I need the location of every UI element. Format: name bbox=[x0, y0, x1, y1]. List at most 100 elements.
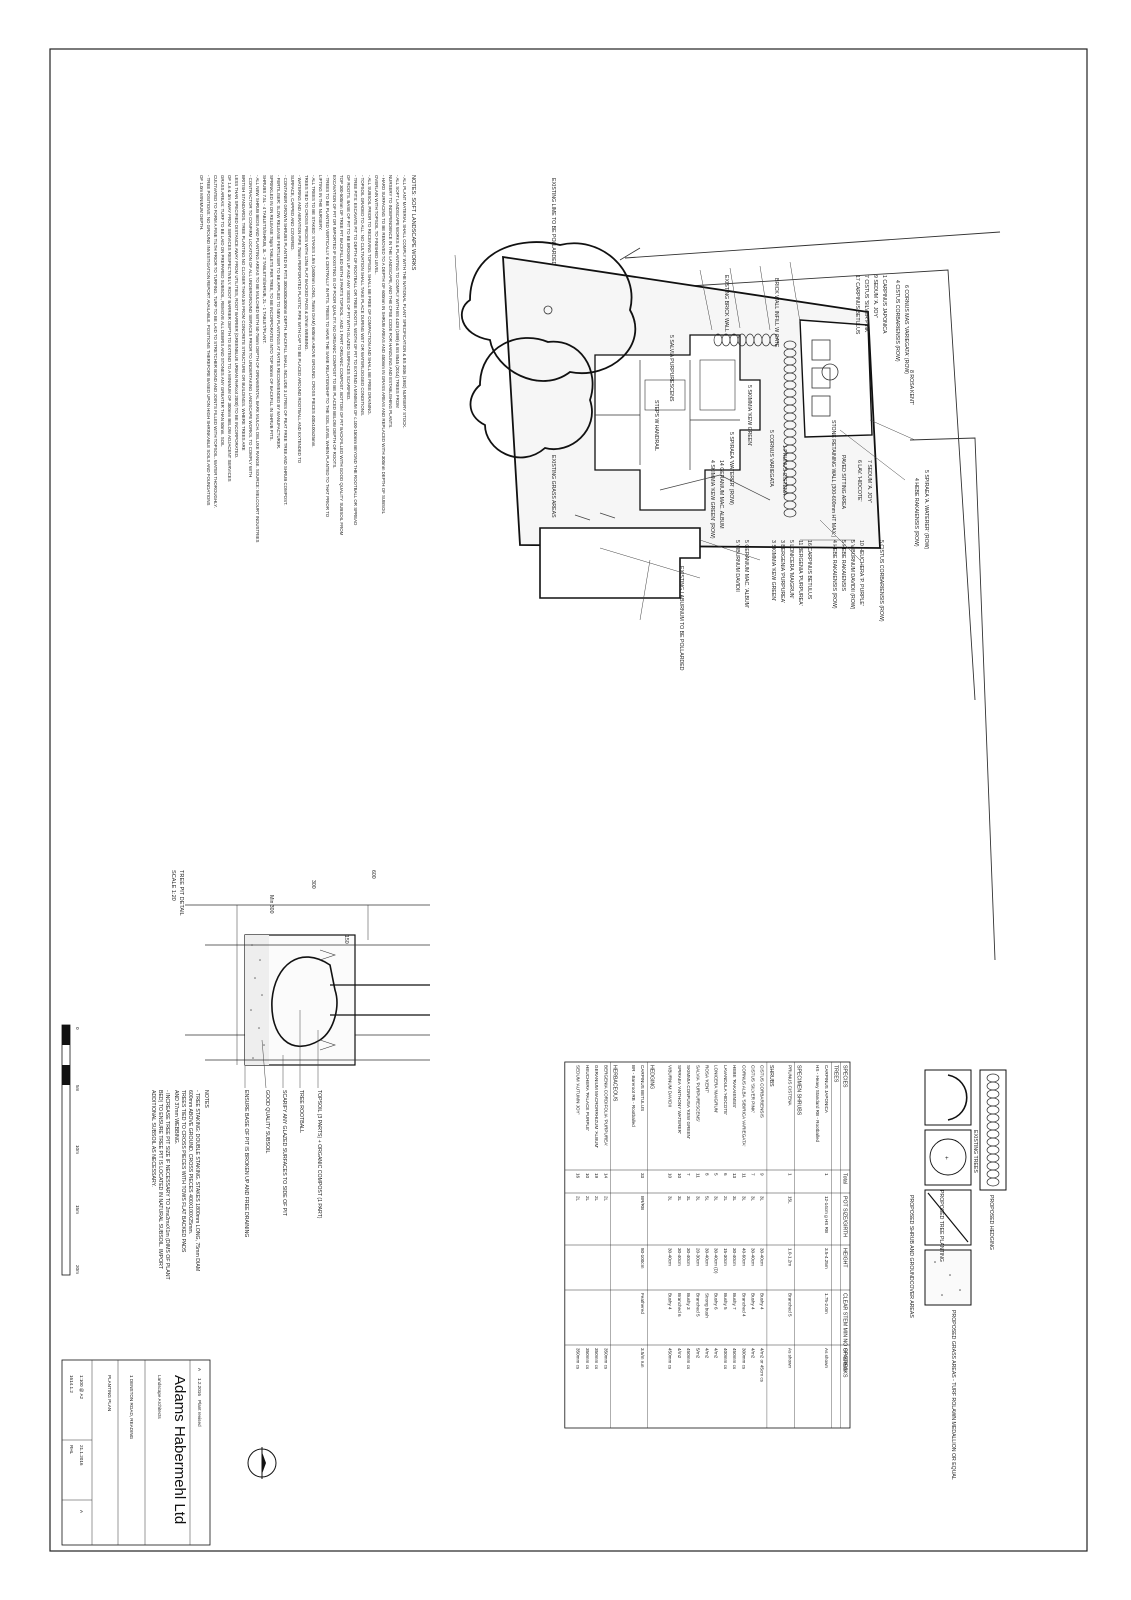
schedule-cell: As shown bbox=[824, 1348, 829, 1368]
schedule-cell: 350mm cs bbox=[585, 1348, 590, 1370]
schedule-cell: 3L bbox=[751, 1196, 756, 1202]
schedule-cell: 2L bbox=[585, 1196, 590, 1202]
schedule-cell: 1.75-2.0m bbox=[824, 1293, 829, 1314]
schedule-cell: 10 bbox=[668, 1173, 673, 1179]
scale-20m: 20m bbox=[75, 1265, 80, 1274]
label-sedum-top: 9 SEDUM 'A. JOY' bbox=[872, 275, 878, 318]
label-brick-wall: EXISTING BRICK WALL bbox=[723, 275, 729, 332]
note-line: - ALL TREES TO BE STAKED: STAKES 1.8m (1… bbox=[311, 175, 316, 447]
schedule-cell: 350mm cs bbox=[576, 1348, 581, 1370]
schedule-cell: Bushy 3 bbox=[686, 1293, 691, 1310]
label-heuchera: 10 HEUCHERA 'P. PURPLE' bbox=[858, 540, 864, 606]
schedule-section-title: TREES bbox=[832, 1065, 838, 1083]
note-line: - WATERING AND AERATION PIPE 75mm PERFOR… bbox=[297, 175, 302, 464]
dim-600: 600 bbox=[370, 870, 376, 879]
schedule-cell: 4/m2 bbox=[705, 1348, 710, 1359]
schedule-header-cell: Total bbox=[842, 1173, 848, 1184]
schedule-cell: 11 bbox=[695, 1173, 700, 1178]
pit-label-subsoil: GOOD QUALITY SUBSOIL bbox=[264, 1090, 270, 1153]
dim-150: 150 bbox=[343, 935, 349, 944]
schedule-cell: 3L bbox=[732, 1196, 737, 1202]
label-paved-sitting: PAVED SITTING AREA bbox=[840, 455, 846, 510]
schedule-cell: VIBURNUM DAVIDII bbox=[668, 1065, 673, 1107]
schedule-header-cell: SPACING bbox=[842, 1348, 848, 1371]
note-line: GRASS AREAS: TURF TO BE LAID ON PREPARED… bbox=[220, 175, 225, 447]
label-carpinus-b1: 17 CARPINUS BETULUS bbox=[854, 275, 860, 335]
note-line: TOP 300-500mm OF TREE PIT BACKFILLED WIT… bbox=[339, 175, 344, 536]
label-cornus-top: 6 CORNUS MAS 'VARIEGATA' (ROW) bbox=[903, 285, 909, 374]
label-rosa: 8 ROSA KENT' bbox=[908, 370, 914, 405]
schedule-cell: 4/m2 bbox=[751, 1348, 756, 1359]
pit-note: BED) TO ENSURE TREE PIT IS LOCATED IN NA… bbox=[157, 1090, 163, 1270]
note-line: TREES TIED TO CROSS PIECES WITH 12No FLA… bbox=[304, 175, 309, 351]
label-cistus-silver: 7 CISTUS 'SILVER PINK' bbox=[863, 275, 869, 333]
label-carpinus-j: 1 CARPINUS JAPONICA bbox=[881, 275, 887, 334]
label-lav: 6 LAV. 'HIDCOTE' bbox=[856, 460, 862, 501]
note-line: - TREES TO BE PLANTED VERTICALLY & CENTR… bbox=[325, 175, 330, 518]
schedule-cell: 5/m2 bbox=[695, 1348, 700, 1359]
schedule-header-cell: HEIGHT bbox=[842, 1248, 848, 1268]
label-hebe-r3: 4 HEBE RAKAIENSIS (ROW) bbox=[831, 540, 837, 609]
note-line: - ALL SUBSOIL PRIOR TO RECEIVING TOPSOIL… bbox=[367, 175, 372, 415]
label-bergenia2: 3 BERGENIA 'PURPUREA' bbox=[779, 540, 785, 603]
scale-15m: 15m bbox=[75, 1205, 80, 1214]
legend-proposed-grass: PROPOSED GRASS AREAS - TURF ROLAWN MEDAL… bbox=[950, 1310, 956, 1480]
schedule-cell: Bushy 6 bbox=[714, 1293, 719, 1310]
schedule-header-cell: CLEAR STEM MIN NO OF BREAKS bbox=[842, 1293, 848, 1378]
schedule-cell: 30-40cm bbox=[732, 1248, 737, 1266]
parking-area bbox=[799, 319, 873, 438]
drawing-scale: 1:100 @ A2 bbox=[79, 1375, 84, 1400]
legend-proposed-shrub-symbol bbox=[924, 1189, 972, 1246]
schedule-cell: 3L bbox=[741, 1196, 746, 1202]
svg-text:+: + bbox=[945, 1155, 949, 1162]
schedule-cell: Branched 4 bbox=[741, 1293, 746, 1317]
schedule-cell: 2L bbox=[723, 1196, 728, 1202]
schedule-cell: 2L bbox=[576, 1196, 581, 1202]
legend-proposed-hedging: PROPOSED HEDGING bbox=[988, 1195, 994, 1250]
schedule-cell: 400mm cs bbox=[723, 1348, 728, 1370]
note-line: EXCAVATION OF PIT OR IMPORTED IF EXISTIN… bbox=[332, 175, 337, 468]
legend-proposed-tree: PROPOSED TREE PLANTING bbox=[938, 1190, 944, 1262]
schedule-cell: CARPINUS BETULUS bbox=[640, 1065, 645, 1111]
schedule-section-title: HEDGING bbox=[648, 1065, 654, 1089]
schedule-cell: 7 bbox=[751, 1173, 756, 1176]
revision-letter: A bbox=[197, 1368, 202, 1372]
pit-note: ADDITIONAL SUBSOIL AS NECESSARY. bbox=[150, 1090, 156, 1187]
note-line: SPRINKLED IN ON RELEASE 75gm TABLETS PER… bbox=[269, 175, 274, 441]
schedule-cell: 30-40cm bbox=[751, 1248, 756, 1266]
schedule-cell: 16 bbox=[576, 1173, 581, 1179]
site-plan: EXISTING LIME TO BE POLLARDED EXISTING L… bbox=[454, 178, 1001, 961]
schedule-cell: BR - Bareroot RB - Rootballed bbox=[631, 1065, 636, 1127]
label-salvia: 5 SALVIA PURPURESCENS bbox=[668, 335, 674, 402]
legend-hedging-symbol bbox=[979, 1069, 1007, 1191]
schedule-cell: 40-60cm bbox=[741, 1248, 746, 1266]
label-bergenia: 11 BERGENIA 'PURPUREA' bbox=[797, 540, 803, 606]
building-footprint bbox=[594, 334, 761, 511]
schedule-cell: 1.0-1.2m bbox=[787, 1248, 792, 1266]
schedule-cell: 30-40cm bbox=[760, 1248, 765, 1266]
label-cornus-var: 5 CORNUS VARIEGATA bbox=[768, 430, 774, 487]
note-line: OF 1.0m MINIMUM DEPTH. bbox=[199, 175, 204, 230]
schedule-cell: 6 bbox=[723, 1173, 728, 1176]
note-line: - ALL PLANT MATERIAL SHALL COMPLY WITH T… bbox=[402, 175, 407, 428]
label-stone-wall: STONE RETAINING WALL (300-600mm HT MAX.) bbox=[830, 420, 836, 537]
schedule-cell: Branched 5 bbox=[695, 1293, 700, 1317]
schedule-cell: Bushy 7 bbox=[732, 1293, 737, 1310]
note-line: - HARD SURFACING TO BE REMOVED TO A DEPT… bbox=[381, 175, 386, 515]
schedule-cell: Branched 6 bbox=[677, 1293, 682, 1317]
schedule-cell: CORNUS ALBA 'SIBIRICA VARIEGATA' bbox=[741, 1065, 746, 1147]
north-arrow-icon bbox=[247, 1447, 277, 1479]
schedule-section-title: SPECIMEN SHRUBS bbox=[796, 1065, 802, 1116]
note-line: - CONTRACTOR TO CONFIRM LOCATION OF ALL … bbox=[248, 175, 253, 477]
pit-note: TREES TIED TO CROSS PIECES WITH TOWS FLA… bbox=[180, 1090, 186, 1253]
schedule-cell: 15-30cm bbox=[723, 1248, 728, 1266]
schedule-cell: 20-30cm bbox=[695, 1248, 700, 1266]
schedule-cell: 30-40cm bbox=[677, 1248, 682, 1266]
label-spiraea-ctr: 5 SPIRAEA 'WATERER' (ROW) bbox=[728, 432, 734, 505]
schedule-cell: GERANIUM MACRORRHIZUM 'ALBUM' bbox=[594, 1065, 599, 1148]
schedule-cell: 350mm cs bbox=[594, 1348, 599, 1370]
schedule-cell: LAVANDULA 'HIDCOTE' bbox=[723, 1065, 728, 1115]
schedule-cell: 5 bbox=[714, 1173, 719, 1176]
label-existing-grass: EXISTING GRASS AREAS bbox=[550, 455, 556, 518]
pit-note: - TREE STAKING: DOUBLE STAKING. STAKES 1… bbox=[194, 1090, 200, 1271]
